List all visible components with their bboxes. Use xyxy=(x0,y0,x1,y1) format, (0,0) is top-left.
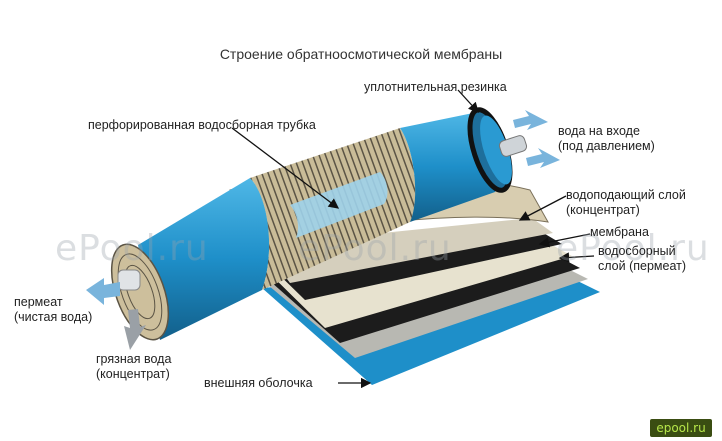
watermark-left: ePool.ru xyxy=(55,228,209,269)
label-tube: перфорированная водосборная трубка xyxy=(88,118,316,132)
feed-spacer-layer xyxy=(262,218,553,283)
label-collect-line2: слой (пермеат) xyxy=(598,259,687,273)
black-layer-upper xyxy=(262,228,562,300)
cylinder-left-shell xyxy=(138,178,270,340)
inlet-arrow-bottom xyxy=(526,148,560,168)
label-collect: водосборный слой (пермеат) xyxy=(598,244,686,274)
label-feed: водоподающий слой (концентрат) xyxy=(566,188,686,218)
watermark-right: ePool.ru xyxy=(556,228,710,269)
label-permeate: пермеат (чистая вода) xyxy=(14,295,92,325)
tube-leader xyxy=(231,127,340,209)
label-permeate-line1: пермеат xyxy=(14,295,63,309)
label-dirty-line1: грязная вода xyxy=(96,352,172,366)
label-inlet-line1: вода на входе xyxy=(558,124,640,138)
permeate-outlet-pipe xyxy=(117,269,141,291)
left-end-face xyxy=(110,243,170,341)
label-dirty: грязная вода (концентрат) xyxy=(96,352,171,382)
inlet-arrow-top xyxy=(513,110,548,130)
watermark-center: ePool.ru xyxy=(298,228,452,269)
label-feed-line1: водоподающий слой xyxy=(566,188,686,202)
label-dirty-line2: (концентрат) xyxy=(96,367,170,381)
label-feed-line2: (концентрат) xyxy=(566,203,640,217)
collect-leader xyxy=(558,252,595,263)
site-badge: epool.ru xyxy=(650,419,712,437)
spiral-ring-1 xyxy=(117,253,163,331)
label-inlet-line2: (под давлением) xyxy=(558,139,655,153)
label-inlet: вода на входе (под давлением) xyxy=(558,124,655,154)
feed-leader xyxy=(518,195,567,221)
seal-leader xyxy=(457,89,479,113)
concentrate-arrow xyxy=(124,309,146,350)
label-membrane: мембрана xyxy=(590,225,649,239)
permeate-arrow xyxy=(86,278,120,305)
diagram-title: Строение обратноосмотической мембраны xyxy=(219,46,503,62)
label-collect-line1: водосборный xyxy=(598,244,676,258)
label-shell: внешняя оболочка xyxy=(204,376,313,390)
label-seal: уплотнительная резинка xyxy=(364,80,507,94)
label-permeate-line2: (чистая вода) xyxy=(14,310,93,324)
spiral-ring-2 xyxy=(124,264,156,320)
membrane-leader xyxy=(538,233,591,248)
right-end-cap xyxy=(480,115,512,185)
inlet-pipe xyxy=(498,135,528,157)
